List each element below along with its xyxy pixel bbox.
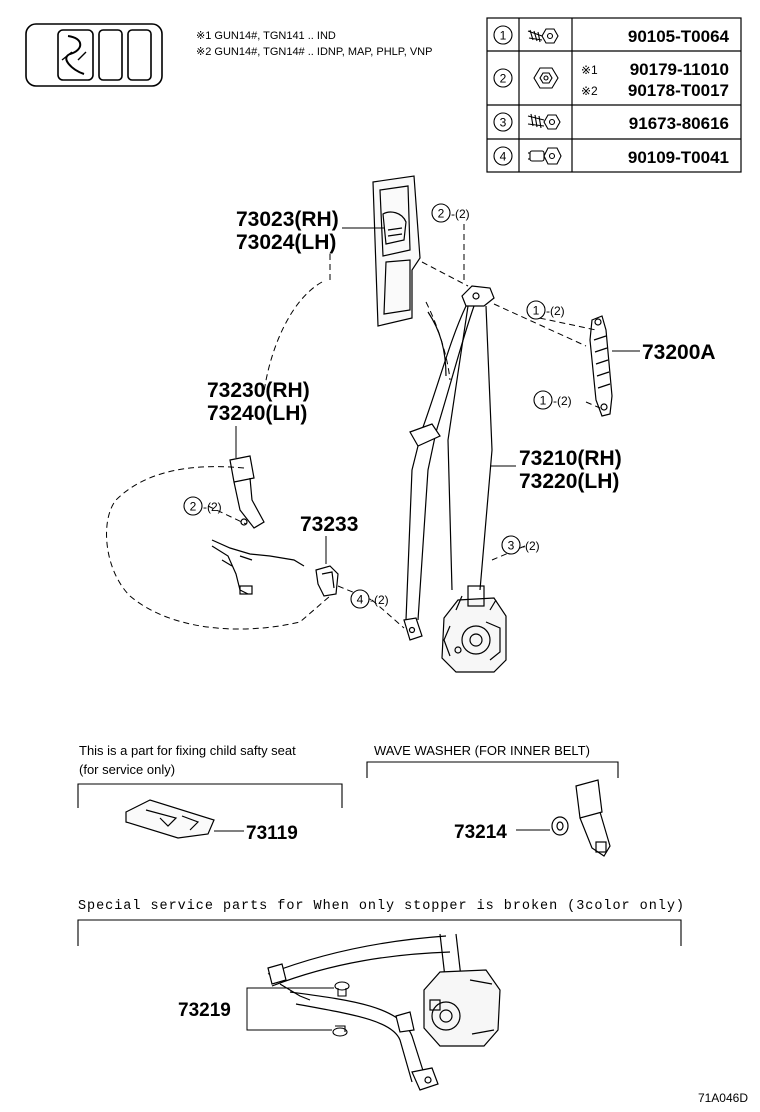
ref-number: 4 [357, 593, 364, 607]
child-seat-bracket [77, 783, 343, 808]
wave-washer-bracket [366, 761, 619, 778]
leader-73219 [246, 987, 334, 1031]
label-73233: 73233 [300, 513, 358, 536]
note-1: ※1 GUN14#, TGN141 .. IND [196, 30, 336, 42]
child-seat-bracket-73119-drawing [125, 799, 215, 839]
special-parts-bracket [77, 919, 682, 946]
part-number-2: 90178-T0017 [628, 81, 729, 100]
shoulder-bolt-icon [528, 147, 562, 165]
label-73219: 73219 [178, 1000, 231, 1021]
buckle-with-washer-drawing [551, 779, 611, 857]
ref-circle [501, 535, 521, 555]
ref-number: 2 [438, 207, 445, 221]
bolt-icon [527, 28, 559, 44]
label-73119: 73119 [246, 823, 298, 844]
qty: -(2) [203, 500, 222, 514]
ref-circle [493, 68, 513, 88]
b-pillar-trim-drawing [372, 175, 421, 327]
anchor-plate-drawing [589, 315, 613, 417]
ref-number: 3 [508, 539, 515, 553]
retractor-drawing [441, 585, 507, 673]
table-row-4: 4 90109-T0041 [493, 146, 729, 167]
ref-number: 1 [533, 304, 540, 318]
label-73210-rh: 73210(RH) [519, 447, 622, 470]
ref-number: 3 [500, 116, 507, 130]
label-73200A: 73200A [642, 341, 716, 364]
variant-mark-1: ※1 [581, 63, 598, 77]
stopper-button-drawing [332, 981, 350, 1037]
callout-2-left: 2 -(2) [183, 496, 222, 516]
label-73024-lh: 73024(LH) [236, 231, 336, 254]
qty: -(2) [553, 394, 572, 408]
bolt-icon [527, 113, 561, 130]
ref-circle [493, 146, 513, 166]
ref-number: 2 [500, 72, 507, 86]
seat-position-icon [25, 23, 163, 87]
inner-buckle-drawing [211, 455, 305, 595]
qty: -(2) [521, 539, 540, 553]
label-73230-rh: 73230(RH) [207, 379, 310, 402]
ref-circle [526, 300, 546, 320]
callout-2-top: 2 -(2) [431, 203, 470, 223]
label-73240-lh: 73240(LH) [207, 402, 307, 425]
ref-circle [493, 25, 513, 45]
dashed-leaders [106, 224, 601, 630]
callout-4: 4 -(2) [350, 589, 389, 609]
callout-3: 3 -(2) [501, 535, 540, 555]
ref-number: 4 [500, 150, 507, 164]
wave-washer-caption: WAVE WASHER (FOR INNER BELT) [374, 743, 590, 758]
callout-1-top: 1 -(2) [526, 300, 565, 320]
cover-73233-drawing [315, 565, 339, 597]
note-2: ※2 GUN14#, TGN14# .. IDNP, MAP, PHLP, VN… [196, 46, 432, 58]
ref-number: 2 [190, 500, 197, 514]
part-number: 91673-80616 [629, 114, 729, 133]
variant-mark-2: ※2 [581, 84, 598, 98]
qty: -(2) [451, 207, 470, 221]
nut-icon [533, 67, 559, 89]
table-row-1: 1 90105-T0064 [493, 25, 730, 46]
part-number: 90109-T0041 [628, 148, 729, 167]
child-seat-caption-1: This is a part for fixing child safty se… [79, 743, 296, 758]
table-row-3: 3 91673-80616 [493, 112, 729, 133]
ref-circle [350, 589, 370, 609]
fastener-table [486, 17, 742, 173]
ref-circle [493, 112, 513, 132]
stopper-assembly-drawing [267, 933, 501, 1091]
callout-1-mid: 1 -(2) [533, 390, 572, 410]
qty: -(2) [370, 593, 389, 607]
ref-number: 1 [500, 29, 507, 43]
label-73214: 73214 [454, 822, 507, 843]
label-73220-lh: 73220(LH) [519, 470, 619, 493]
figure-code: 71A046D [698, 1091, 748, 1105]
seat-belt-webbing-drawing [403, 285, 495, 641]
ref-circle [183, 496, 203, 516]
part-number-1: 90179-11010 [630, 60, 729, 79]
label-73023-rh: 73023(RH) [236, 208, 339, 231]
ref-number: 1 [540, 394, 547, 408]
ref-circle [533, 390, 553, 410]
part-number: 90105-T0064 [628, 27, 730, 46]
child-seat-caption-2: (for service only) [79, 762, 175, 777]
table-row-2: 2 ※1 90179-11010 ※2 90178-T0017 [493, 60, 729, 100]
qty: -(2) [546, 304, 565, 318]
special-parts-caption: Special service parts for When only stop… [78, 899, 684, 914]
ref-circle [431, 203, 451, 223]
